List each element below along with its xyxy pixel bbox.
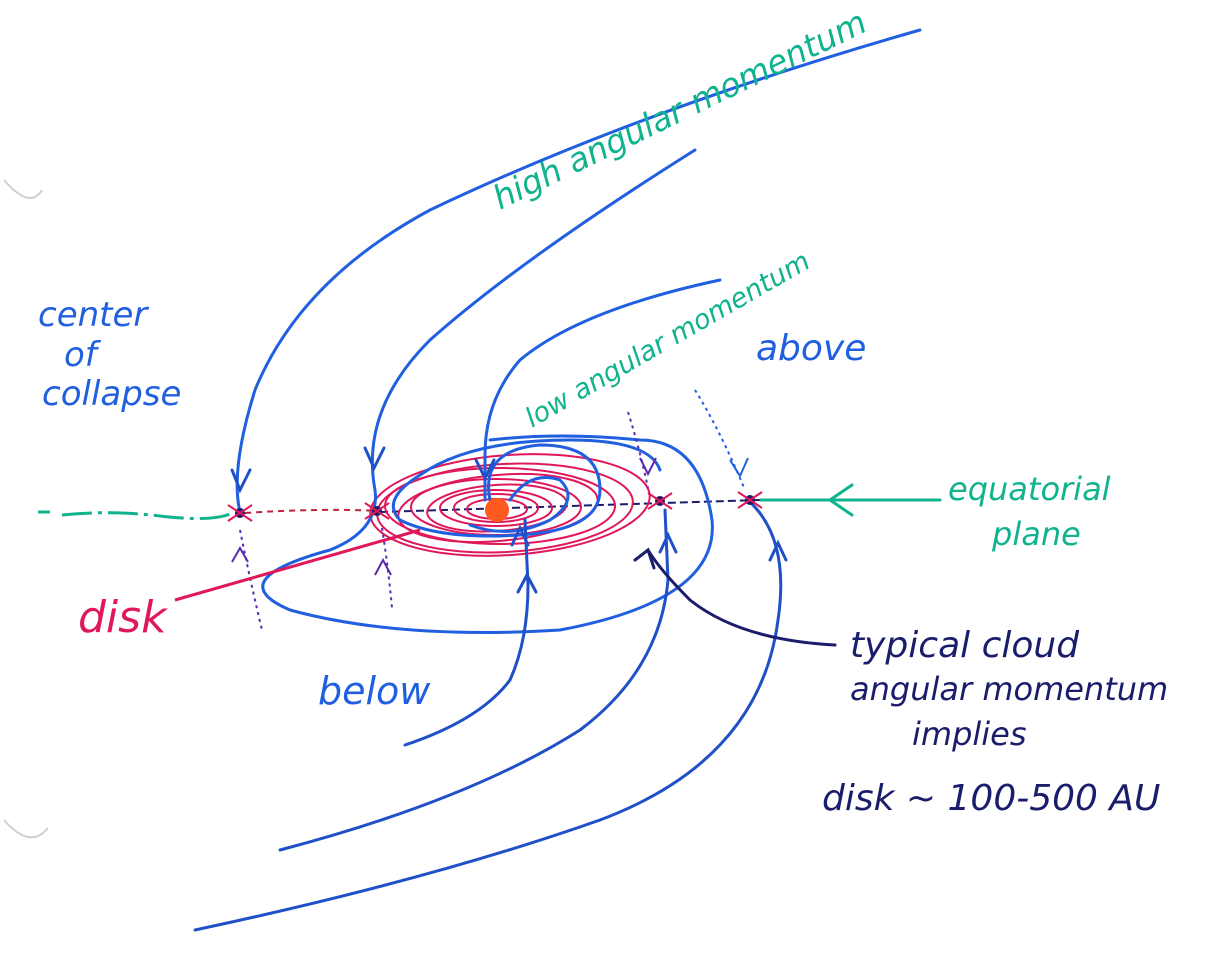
below-label: below — [318, 669, 431, 713]
typical-cloud-label: typical cloud — [850, 625, 1080, 666]
inner-loop-1 — [391, 438, 662, 538]
indicator-line — [646, 548, 837, 647]
low-am-trajectory — [483, 278, 722, 502]
angular-momentum-label: angular momentum — [850, 670, 1168, 708]
arrow-inner — [510, 524, 530, 547]
binder-hole-bottom — [3, 819, 49, 839]
protostar — [485, 498, 509, 522]
lower-path-2 — [278, 508, 670, 852]
above-label: above — [756, 328, 866, 369]
center-label-line1: center — [38, 295, 149, 335]
arrow-lower-1 — [516, 571, 538, 594]
high-am-trajectory — [235, 28, 922, 514]
binder-hole-top — [3, 179, 43, 199]
implies-label: implies — [912, 715, 1027, 753]
disk-pointer — [174, 528, 421, 602]
arrow-low — [474, 458, 496, 482]
lower-path-3 — [193, 500, 783, 932]
trajectories — [193, 28, 922, 932]
equatorial-label: equatorial — [948, 470, 1111, 508]
dotted-arrowheads — [231, 457, 749, 576]
arrowheads — [230, 446, 788, 594]
arrow-indicator — [633, 547, 656, 570]
center-label-line3: collapse — [42, 374, 181, 414]
equatorial-pointer — [827, 483, 942, 517]
high-angular-momentum-label: high angular momentum — [486, 2, 872, 217]
arrow-lower-3 — [768, 539, 788, 562]
plane-label: plane — [991, 515, 1081, 553]
inner-loop-2 — [468, 476, 570, 533]
plane-crossings — [227, 491, 763, 522]
disk-label: disk — [78, 592, 168, 643]
outer-loop — [261, 148, 714, 634]
dotted-infall — [239, 389, 746, 631]
arrow-outer — [363, 446, 386, 472]
lower-path-1 — [403, 518, 530, 747]
disk-size-label: disk ~ 100-500 AU — [822, 778, 1160, 819]
arrow-lower-2 — [658, 531, 678, 554]
center-label-line2: of — [64, 335, 102, 375]
arrow-high — [230, 468, 252, 494]
